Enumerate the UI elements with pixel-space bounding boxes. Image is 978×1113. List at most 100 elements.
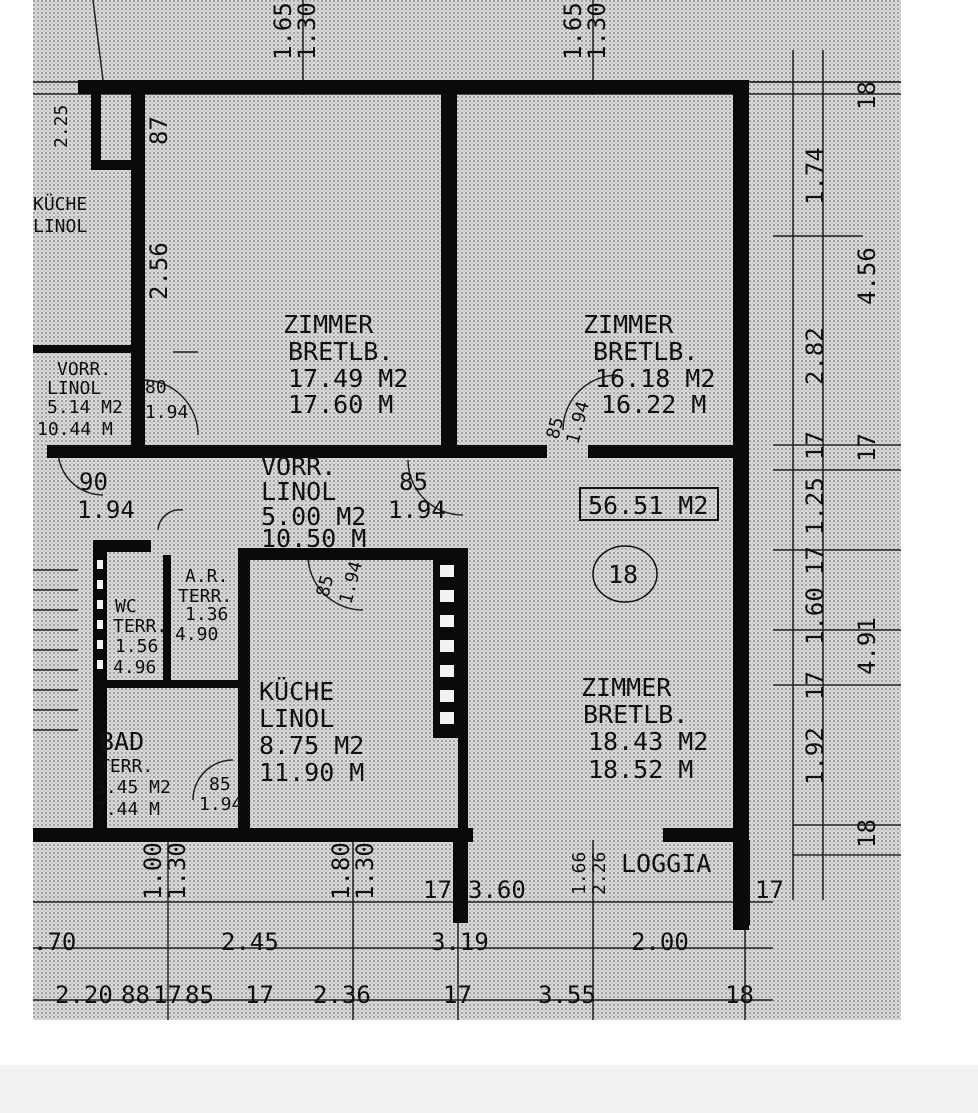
- dimension-lines: [33, 0, 901, 1020]
- room-area: 17.49 M2: [288, 364, 408, 393]
- room-name: VORR.: [57, 359, 111, 380]
- room-floor: LINOL: [33, 216, 87, 237]
- dimension-label: 2.00: [631, 928, 689, 956]
- dimension-label: 3.60: [468, 876, 526, 904]
- dimension-label: 2.25: [51, 105, 72, 148]
- room-perimeter: 4.96: [113, 657, 156, 678]
- dimension-label: 2.45: [221, 928, 279, 956]
- dimension-label: 18: [853, 819, 881, 848]
- dimension-label: .70: [33, 928, 76, 956]
- walls: [33, 80, 750, 930]
- dimension-label: 17: [853, 433, 881, 462]
- floor-plan-svg: ZIMMER BRETLB. 17.49 M2 17.60 M ZIMMER B…: [33, 0, 901, 1020]
- unit-number-circle: 18: [592, 545, 658, 603]
- room-name: ZIMMER: [283, 310, 374, 339]
- loggia-dimensions: 17 3.60 17: [423, 876, 784, 904]
- dimension-label: 2.56: [145, 242, 173, 300]
- room-loggia: LOGGIA: [621, 849, 711, 878]
- room-floor: LINOL: [261, 477, 336, 506]
- room-perimeter: 16.22 M: [601, 390, 706, 419]
- room-area: 5.14 M2: [47, 397, 123, 418]
- window-width: 1.00: [139, 842, 167, 900]
- bottom-dimensions-row-1: .70 2.45 3.19 2.00: [33, 928, 689, 956]
- window-width: 1.66: [569, 852, 590, 895]
- room-bad: BAD TERR. 3.45 M2 7.44 M: [95, 727, 171, 820]
- dimension-label: 1.74: [801, 147, 829, 205]
- room-name: ZIMMER: [581, 673, 672, 702]
- room-area: 1.36: [185, 604, 228, 625]
- window-labels: 1.65 1.30 1.65 1.30 1.00 1.30 1.80 1.30 …: [139, 2, 611, 900]
- room-kueche-left: KÜCHE LINOL: [33, 193, 87, 237]
- room-perimeter: 17.60 M: [288, 390, 393, 419]
- room-perimeter: 18.52 M: [588, 755, 693, 784]
- room-floor: TERR.: [178, 586, 232, 607]
- window-height: 2.26: [589, 852, 610, 895]
- room-floor: TERR.: [99, 756, 153, 777]
- dimension-label: 17: [801, 671, 829, 700]
- room-name: BAD: [99, 727, 144, 756]
- door-width: 80: [145, 377, 167, 398]
- shaft-openings: [97, 560, 454, 724]
- room-vorraum-hall: VORR. LINOL 5.00 M2 10.50 M: [261, 452, 366, 553]
- window-height: 1.30: [293, 2, 321, 60]
- door-height: 1.94: [388, 496, 446, 524]
- room-name: LOGGIA: [621, 849, 711, 878]
- door-height: 1.94: [199, 794, 242, 815]
- left-inner-dimensions: 2.25 87 2.56: [51, 105, 173, 300]
- room-name: A.R.: [185, 566, 228, 587]
- room-floor: BRETLB.: [288, 337, 393, 366]
- door-height: 1.94: [77, 496, 135, 524]
- dimension-label: 85: [185, 981, 214, 1009]
- room-floor: LINOL: [259, 704, 334, 733]
- room-area: 8.75 M2: [259, 731, 364, 760]
- room-area: 1.56: [115, 636, 158, 657]
- door-width: 85: [209, 774, 231, 795]
- room-floor: LINOL: [47, 378, 101, 399]
- room-name: VORR.: [261, 452, 336, 481]
- dimension-label: 1.92: [801, 727, 829, 785]
- room-area: 3.45 M2: [95, 777, 171, 798]
- dimension-label: 3.55: [538, 981, 596, 1009]
- room-floor: BRETLB.: [593, 337, 698, 366]
- dimension-label: 2.20: [55, 981, 113, 1009]
- unit-number: 18: [608, 560, 638, 589]
- room-perimeter: 11.90 M: [259, 758, 364, 787]
- dimension-label: 4.91: [853, 617, 881, 675]
- dimension-label: 1.60: [801, 587, 829, 645]
- door-height: 1.94: [145, 402, 188, 423]
- room-vorraum-left: VORR. LINOL 5.14 M2 10.44 M: [37, 359, 123, 440]
- room-area: 5.00 M2: [261, 502, 366, 531]
- bottom-margin: [0, 1065, 978, 1113]
- room-area: 16.18 M2: [595, 364, 715, 393]
- window-width: 1.80: [327, 842, 355, 900]
- window-height: 1.30: [351, 842, 379, 900]
- dimension-label: 17: [801, 431, 829, 460]
- dimension-label: 88: [121, 981, 150, 1009]
- room-name: WC: [115, 596, 137, 617]
- dimension-label: 17: [443, 981, 472, 1009]
- room-area: 18.43 M2: [588, 727, 708, 756]
- door-width: 90: [79, 468, 108, 496]
- dimension-label: 17: [423, 876, 452, 904]
- room-zimmer-2: ZIMMER BRETLB. 16.18 M2 16.22 M: [583, 310, 715, 419]
- total-area-box: 56.51 M2: [579, 487, 719, 521]
- dimension-label: 1.25: [801, 477, 829, 535]
- window-width: 1.65: [269, 2, 297, 60]
- window-width: 1.65: [559, 2, 587, 60]
- dimension-label: 87: [145, 116, 173, 145]
- dimension-label: 4.56: [853, 247, 881, 305]
- window-height: 1.30: [163, 842, 191, 900]
- dimension-label: 17: [153, 981, 182, 1009]
- door-labels: 80 1.94 90 1.94 85 1.94 85 1.94 85 1.94 …: [77, 377, 594, 815]
- room-perimeter: 10.44 M: [37, 419, 113, 440]
- room-wc: WC TERR. 1.56 4.96: [113, 596, 167, 678]
- room-zimmer-3: ZIMMER BRETLB. 18.43 M2 18.52 M: [581, 673, 708, 784]
- room-perimeter: 4.90: [175, 624, 218, 645]
- room-floor: TERR.: [113, 616, 167, 637]
- window-height: 1.30: [583, 2, 611, 60]
- room-name: KÜCHE: [259, 677, 334, 706]
- room-zimmer-1: ZIMMER BRETLB. 17.49 M2 17.60 M: [283, 310, 408, 419]
- dimension-label: 17: [245, 981, 274, 1009]
- dimension-label: 18: [853, 81, 881, 110]
- dimension-label: 17: [801, 546, 829, 575]
